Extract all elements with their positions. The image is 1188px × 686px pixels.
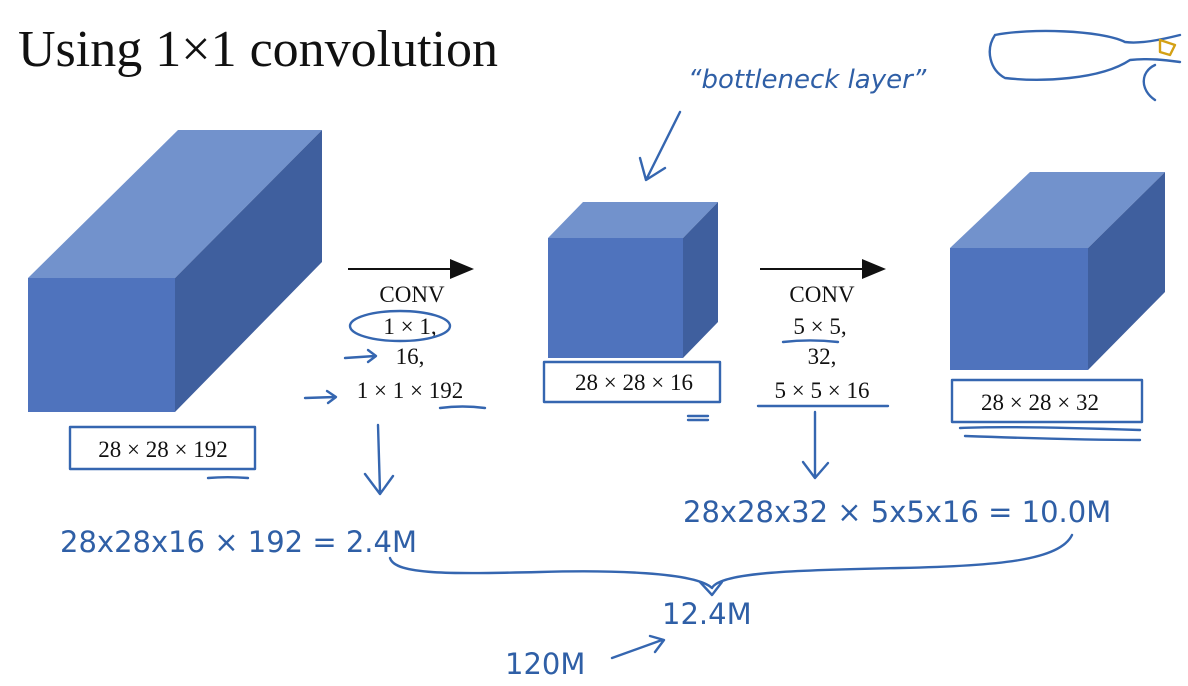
output-dims: 28 × 28 × 32 (981, 390, 1099, 415)
conv2-shape: 5 × 5 × 16 (775, 378, 870, 403)
bottleneck-dims: 28 × 28 × 16 (575, 370, 693, 395)
input-dims-box (68, 425, 257, 471)
conv1-count: 16, (396, 344, 425, 369)
page-title: Using 1×1 convolution (18, 21, 498, 78)
output-volume (950, 172, 1165, 370)
cost1-annotation: 28x28x16 × 192 = 2.4M (60, 525, 417, 559)
cost2-annotation: 28x28x32 × 5x5x16 = 10.0M (683, 495, 1111, 529)
bottleneck-volume (548, 202, 718, 358)
conv1-shape: 1 × 1 × 192 (357, 378, 463, 403)
conv1-filter: 1 × 1, (383, 314, 436, 339)
conv2-count: 32, (808, 344, 837, 369)
bottleneck-annotation: “bottleneck layer” (688, 65, 927, 95)
output-dims-box (950, 378, 1144, 424)
input-volume (28, 130, 322, 412)
input-dims: 28 × 28 × 192 (98, 437, 227, 462)
bottleneck-dims-box (542, 360, 722, 404)
bottle-sketch (988, 29, 1182, 102)
ink-strokes (206, 110, 1142, 660)
conv1-label: CONV (379, 282, 445, 307)
previous-cost-annotation: 120M (505, 647, 585, 681)
conv2-filter: 5 × 5, (793, 314, 846, 339)
total-cost-annotation: 12.4M (662, 597, 752, 631)
conv2-label: CONV (789, 282, 855, 307)
